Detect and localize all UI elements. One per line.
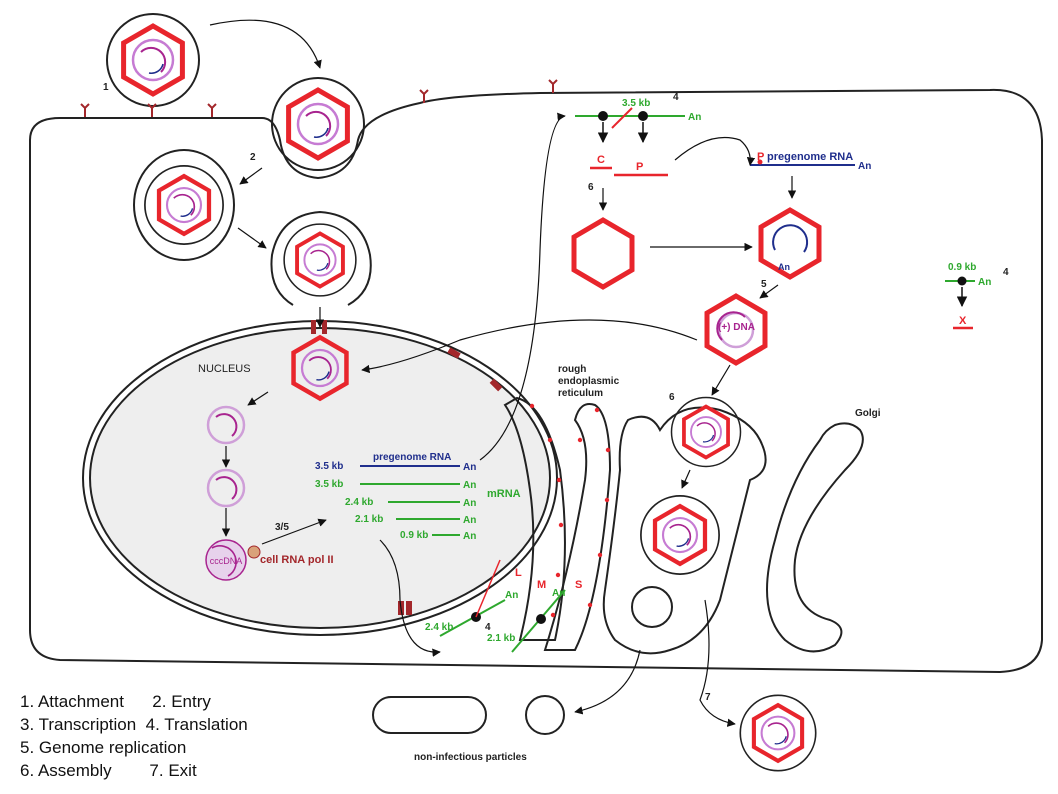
cccdna: cccDNA xyxy=(205,539,247,581)
transcript-size-5: 0.9 kb xyxy=(400,530,428,541)
translation-09kb xyxy=(945,276,975,330)
capsid-plus-dna xyxy=(704,293,768,366)
step-6-bottom: 6 xyxy=(669,392,675,403)
transcript-an-4: An xyxy=(463,515,476,526)
step-4-right: 4 xyxy=(1003,267,1009,278)
rer-label-3: reticulum xyxy=(558,388,603,399)
transcript-an-1: An xyxy=(463,462,476,473)
legend-row-1: 1. Attachment 2. Entry xyxy=(20,692,211,711)
step-4-er: 4 xyxy=(485,622,491,633)
translation-24kb xyxy=(439,559,506,637)
step-7: 7 xyxy=(705,692,711,703)
mrna-21-label: 2.1 kb xyxy=(487,633,515,644)
protein-c: C xyxy=(597,154,605,166)
protein-s: S xyxy=(575,579,582,591)
mrna-35-an: An xyxy=(688,112,701,123)
sphere-particle-inside xyxy=(631,586,673,628)
rer-label-1: rough xyxy=(558,364,586,375)
rna-pol-icon xyxy=(247,545,261,559)
transcript-note-1: pregenome RNA xyxy=(373,452,451,463)
transcript-an-5: An xyxy=(463,531,476,542)
mrna-35-label: 3.5 kb xyxy=(622,98,650,109)
step-6-top: 6 xyxy=(588,182,594,193)
step-2: 2 xyxy=(250,152,256,163)
endosome-1 xyxy=(133,149,235,261)
legend-row-3: 5. Genome replication xyxy=(20,738,187,757)
transcript-list: 3.5 kb pregenome RNA An 3.5 kb An 2.4 kb… xyxy=(315,452,476,542)
mrna-label: mRNA xyxy=(487,488,521,500)
transcript-an-2: An xyxy=(463,480,476,491)
protein-l: L xyxy=(515,567,522,579)
protein-x: X xyxy=(959,315,967,327)
legend-row-4: 6. Assembly 7. Exit xyxy=(20,761,197,780)
pregenome-an: An xyxy=(858,161,871,172)
step-1: 1 xyxy=(103,82,109,93)
pregenome-label: pregenome RNA xyxy=(767,151,853,163)
virion-in-golgi xyxy=(641,496,719,574)
transcript-an-3: An xyxy=(463,498,476,509)
capsid-an: An xyxy=(778,262,790,272)
empty-capsid xyxy=(571,217,635,290)
rna-pol-label: cell RNA pol II xyxy=(260,554,334,566)
rer-label-2: endoplasmic xyxy=(558,376,620,387)
nucleus xyxy=(82,320,558,636)
sphere-particle xyxy=(525,695,565,735)
pregenome-with-p xyxy=(750,159,855,166)
plus-dna-label: (+) DNA xyxy=(718,322,755,333)
virion-exiting xyxy=(740,695,815,770)
protein-p2: P xyxy=(757,151,764,163)
protein-p: P xyxy=(636,161,643,173)
mrna-24-label: 2.4 kb xyxy=(425,622,453,633)
virion-entering xyxy=(272,78,364,170)
capsid-with-pregenome xyxy=(758,207,822,280)
rer-ribosomes xyxy=(529,403,611,618)
transcript-size-2: 3.5 kb xyxy=(315,479,343,490)
cccdna-label: cccDNA xyxy=(210,556,243,566)
protein-m: M xyxy=(537,579,546,591)
golgi xyxy=(766,422,864,653)
virion-attaching xyxy=(107,14,199,106)
mrna-21-an: An xyxy=(552,588,565,599)
filament-particle xyxy=(372,696,487,734)
translation-21kb xyxy=(511,589,566,653)
receptors xyxy=(80,79,558,117)
nucleus-label: NUCLEUS xyxy=(198,363,251,375)
legend: 1. Attachment 2. Entry 3. Transcription … xyxy=(20,690,248,782)
transcript-size-1: 3.5 kb xyxy=(315,461,343,472)
mrna-24-an: An xyxy=(505,590,518,601)
cell-membrane xyxy=(29,88,1043,674)
golgi-label: Golgi xyxy=(855,408,881,419)
transcript-size-3: 2.4 kb xyxy=(345,497,373,508)
step-5: 5 xyxy=(761,279,767,290)
transcript-size-4: 2.1 kb xyxy=(355,514,383,525)
rough-er xyxy=(503,396,612,651)
non-infectious-label: non-infectious particles xyxy=(414,752,527,763)
endosome-2 xyxy=(270,210,372,306)
legend-row-2: 3. Transcription 4. Translation xyxy=(20,715,248,734)
mrna-09-an: An xyxy=(978,277,991,288)
mrna-09-label: 0.9 kb xyxy=(948,262,976,273)
flow-arrows xyxy=(209,19,797,727)
step-3-5: 3/5 xyxy=(275,522,289,533)
translation-35kb xyxy=(575,107,685,177)
step-4-top: 4 xyxy=(673,92,679,103)
virion-budding xyxy=(669,395,743,469)
